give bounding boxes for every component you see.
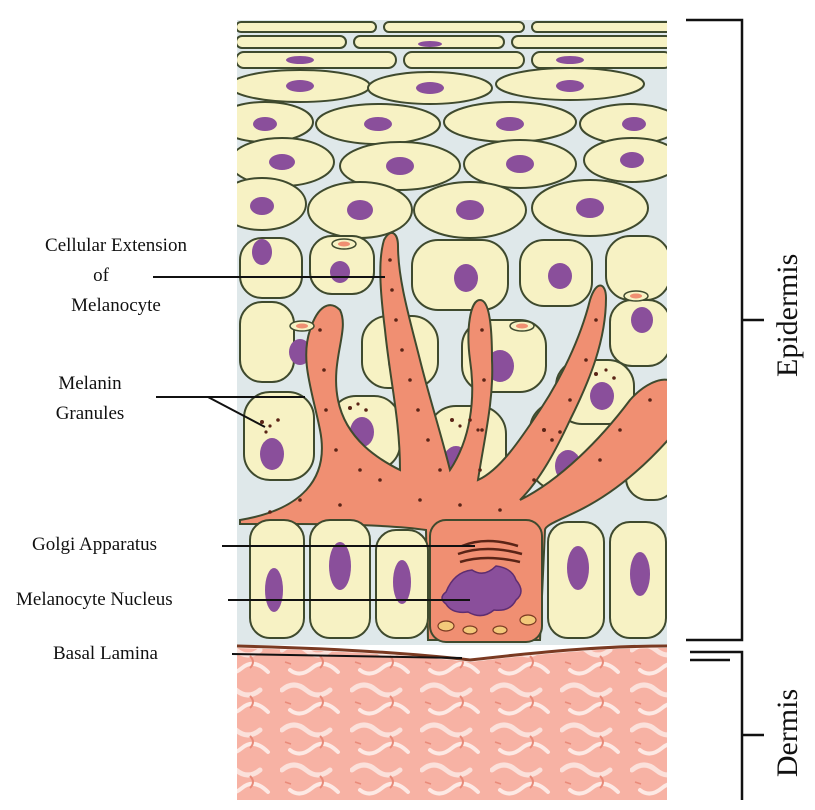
cellular-extension-label: Cellular Extension of Melanocyte <box>16 235 216 317</box>
melanin-granules-label: Melanin Granules <box>30 373 150 425</box>
epidermis-cells <box>217 22 680 645</box>
dermis-tissue <box>237 648 667 800</box>
melanocyte-nucleus-label: Melanocyte Nucleus <box>16 589 173 611</box>
dermis-bracket <box>690 652 764 800</box>
basal-lamina-label: Basal Lamina <box>53 643 158 665</box>
dermis-label: Dermis <box>771 688 805 778</box>
epidermis-label: Epidermis <box>771 257 805 377</box>
golgi-apparatus-label: Golgi Apparatus <box>32 534 157 556</box>
epidermis-bracket <box>686 20 764 640</box>
